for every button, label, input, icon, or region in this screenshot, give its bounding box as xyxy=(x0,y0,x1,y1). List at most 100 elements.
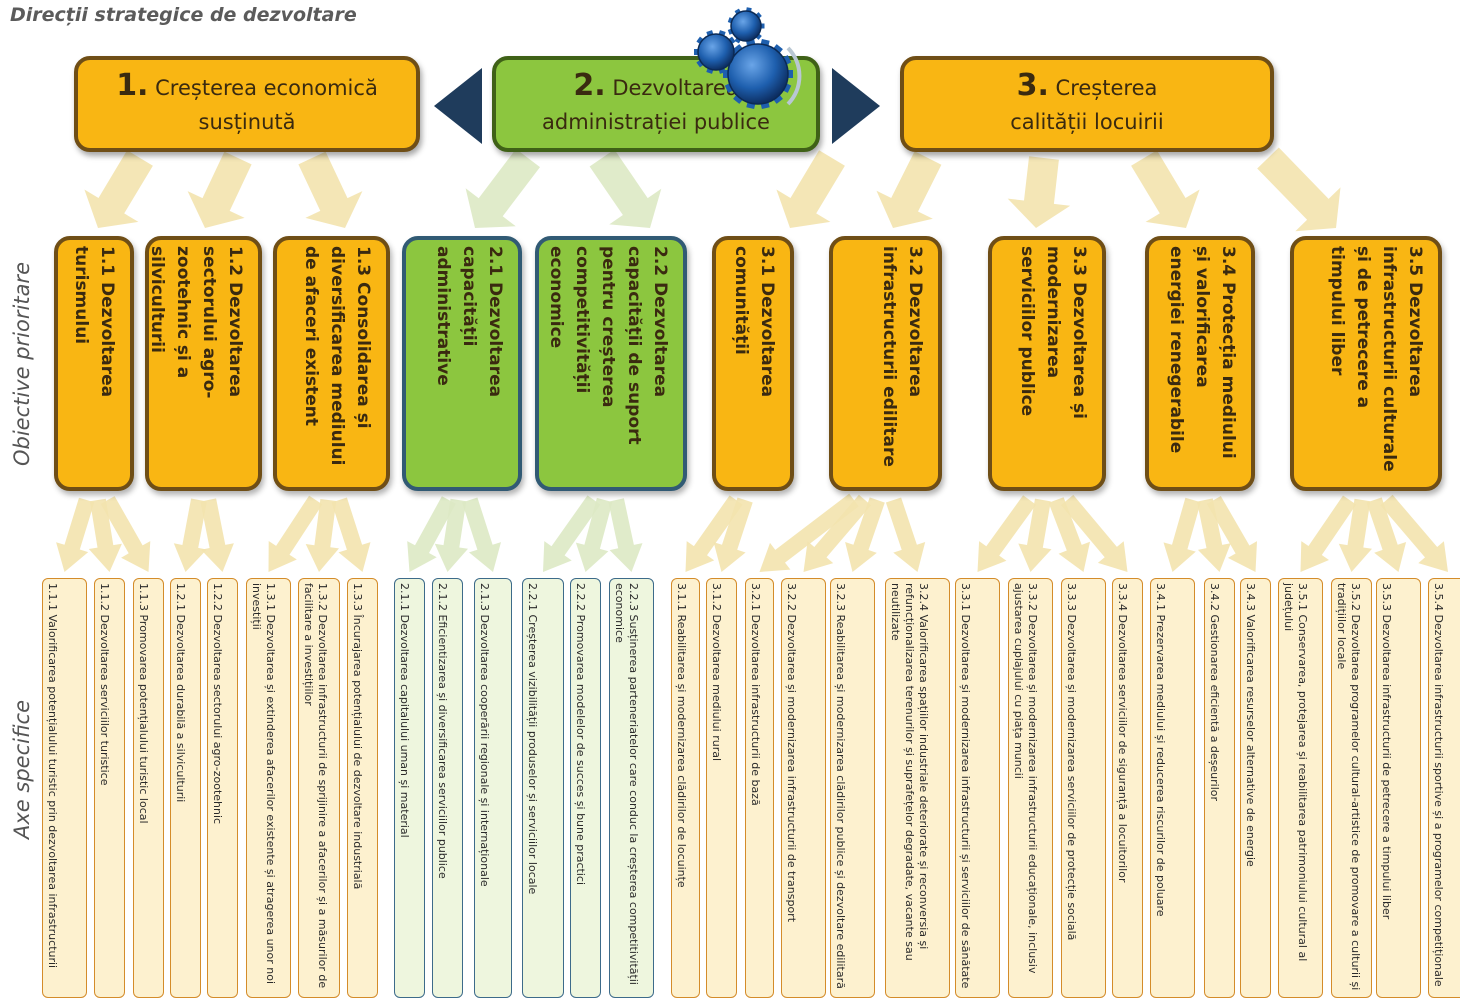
objective-box-1-1: 1.1 Dezvoltarea turismului xyxy=(54,236,134,491)
axis-label: 3.4.2 Gestionarea eficientă a deșeurilor xyxy=(1208,583,1221,802)
axis-label: 3.3.3 Dezvoltarea și modernizarea servic… xyxy=(1065,583,1078,941)
axis-label: 1.1.2 Dezvoltarea serviciilor turistice xyxy=(98,583,111,786)
axis-box: 3.5.4 Dezvoltarea infrastructurii sporti… xyxy=(1428,578,1460,998)
axis-box: 2.1.1 Dezvoltarea capitalului uman și ma… xyxy=(394,578,425,998)
direction-objective-arrow xyxy=(465,148,540,228)
axis-box: 3.3.1 Dezvoltarea și modernizarea infras… xyxy=(955,578,1000,998)
triangle-right-icon xyxy=(832,68,880,144)
objective-axis-arrow xyxy=(1018,498,1052,572)
axis-box: 3.4.3 Valorificarea resurselor alternati… xyxy=(1240,578,1271,998)
axis-label: 2.1.2 Eficientizarea și diversificarea s… xyxy=(436,583,449,879)
axis-box: 2.1.3 Dezvoltarea cooperării regionale ș… xyxy=(474,578,512,998)
objective-axis-arrow xyxy=(977,495,1037,572)
objective-axis-arrow xyxy=(575,497,613,572)
direction-objective-arrow xyxy=(298,151,363,228)
objective-axis-arrow xyxy=(1338,498,1372,572)
axis-label: 1.1.1 Valorificarea potențialului turist… xyxy=(46,583,59,969)
axis-label: 1.3.3 Încurajarea potențialului de dezvo… xyxy=(351,583,364,890)
objective-label: 3.1 Dezvoltarea comunității xyxy=(731,246,777,398)
objective-axis-arrow xyxy=(1300,495,1357,572)
axis-box: 3.2.1 Dezvoltarea infrastructurii de baz… xyxy=(745,578,774,998)
objective-box-3-2: 3.2 Dezvoltarea infrastructurii edilitar… xyxy=(829,236,942,491)
direction-title-line2: calității locuirii xyxy=(1010,110,1164,134)
axis-label: 3.2.2 Dezvoltarea și modernizarea infras… xyxy=(785,583,798,923)
axis-box: 3.2.4 Valorificarea spațiilor industrial… xyxy=(885,578,950,998)
objective-axis-arrow xyxy=(268,495,323,572)
axis-box: 3.3.3 Dezvoltarea și modernizarea servic… xyxy=(1061,578,1106,998)
axis-label: 1.3.1 Dezvoltarea și extinderea afaceril… xyxy=(250,583,277,985)
direction-number: 2. xyxy=(573,68,606,103)
triangle-left-icon xyxy=(434,68,482,144)
axis-label: 2.1.3 Dezvoltarea cooperării regionale ș… xyxy=(478,583,491,887)
objective-label: 1.3 Consolidarea și diversificarea mediu… xyxy=(301,246,373,466)
objective-axis-arrow xyxy=(1061,494,1128,572)
objective-box-1-2: 1.2 Dezvoltarea sectorului agro-zootehni… xyxy=(145,236,262,491)
objective-box-3-4: 3.4 Protecția mediului și valorificarea … xyxy=(1145,236,1255,491)
axis-box: 3.3.2 Dezvoltarea și modernizarea infras… xyxy=(1008,578,1053,998)
direction-title-line2: susținută xyxy=(198,110,296,134)
objective-axis-arrow xyxy=(1197,498,1231,572)
objective-axis-arrow xyxy=(1206,496,1257,572)
axis-box: 1.3.1 Dezvoltarea și extinderea afaceril… xyxy=(246,578,291,998)
direction-number: 1. xyxy=(116,68,149,103)
objective-axis-arrow xyxy=(608,498,643,572)
axis-label: 1.3.2 Dezvoltarea infrastructurii de spr… xyxy=(302,583,329,989)
objective-box-2-1: 2.1 Dezvoltarea capacității administrati… xyxy=(402,236,522,491)
axis-label: 1.1.3 Promovarea potențialului turistic … xyxy=(137,583,150,824)
direction-objective-arrow xyxy=(1257,147,1341,232)
gears-icon xyxy=(694,7,802,109)
objective-axis-arrow xyxy=(845,497,885,572)
axis-label: 3.1.2 Dezvoltarea mediului rural xyxy=(710,583,723,762)
objective-axis-arrow xyxy=(713,497,753,572)
objective-axis-arrow xyxy=(88,498,122,572)
objective-axis-arrow xyxy=(200,498,234,572)
axis-label: 3.5.1 Conservarea, protejarea și reabili… xyxy=(1282,583,1309,962)
axis-label: 3.4.1 Prezervarea mediului și reducerea … xyxy=(1154,583,1167,917)
objective-axis-arrow xyxy=(305,499,339,572)
objective-box-1-3: 1.3 Consolidarea și diversificarea mediu… xyxy=(273,236,390,491)
axis-label: 1.2.1 Dezvoltarea durabilă a silvicultur… xyxy=(174,583,187,803)
objective-box-3-5: 3.5 Dezvoltarea infrastructurii cultural… xyxy=(1290,236,1442,491)
axis-box: 2.2.1 Creșterea vizibilității produselor… xyxy=(522,578,564,998)
axis-label: 3.2.3 Reabilitarea și modernizarea clădi… xyxy=(834,583,847,989)
objective-axis-arrow xyxy=(100,496,151,572)
direction-objective-arrow xyxy=(876,151,942,228)
objective-label: 3.2 Dezvoltarea infrastructurii edilitar… xyxy=(879,246,925,467)
axis-label: 3.3.1 Dezvoltarea și modernizarea infras… xyxy=(959,583,972,989)
axis-box: 1.3.3 Încurajarea potențialului de dezvo… xyxy=(347,578,378,998)
axis-box: 3.2.2 Dezvoltarea și modernizarea infras… xyxy=(781,578,826,998)
direction-title-line1: Creșterea economică xyxy=(148,76,378,100)
axis-box: 3.2.3 Reabilitarea și modernizarea clădi… xyxy=(830,578,875,998)
objective-axis-arrow xyxy=(759,493,859,572)
axes-row-label: Axe specifice xyxy=(10,700,34,839)
axis-label: 3.5.2 Dezvoltarea programelor cultural-a… xyxy=(1335,583,1362,991)
direction-objective-arrow xyxy=(84,150,153,228)
axis-label: 1.2.2 Dezvoltarea sectorului agro-zooteh… xyxy=(211,583,224,825)
objective-label: 2.2 Dezvoltarea capacității de suport pe… xyxy=(546,246,670,445)
page-title: Direcții strategice de dezvoltare xyxy=(10,4,357,26)
objective-axis-arrow xyxy=(1380,494,1448,572)
axis-label: 3.4.3 Valorificarea resurselor alternati… xyxy=(1244,583,1257,867)
axis-box: 1.3.2 Dezvoltarea infrastructurii de spr… xyxy=(298,578,340,998)
axis-label: 3.1.1 Reabilitarea și modernizarea clădi… xyxy=(675,583,688,888)
objective-axis-arrow xyxy=(1366,497,1407,572)
direction-objective-arrow xyxy=(589,149,662,228)
axis-label: 3.3.4 Dezvoltarea serviciilor de siguran… xyxy=(1116,583,1129,883)
direction-title-line1: Dezvoltarea xyxy=(605,76,739,100)
axis-label: 3.5.3 Dezvoltarea infrastructurii de pet… xyxy=(1380,583,1393,920)
axis-box: 3.4.1 Prezervarea mediului și reducerea … xyxy=(1150,578,1195,998)
direction-objective-arrow xyxy=(776,150,845,228)
direction-objective-arrow xyxy=(1131,150,1200,228)
objective-axis-arrow xyxy=(173,498,207,572)
direction-label: 1. Creșterea economică susținută xyxy=(116,69,378,139)
objective-box-3-1: 3.1 Dezvoltarea comunității xyxy=(712,236,794,491)
objective-box-2-2: 2.2 Dezvoltarea capacității de suport pe… xyxy=(535,236,687,491)
objective-axis-arrow xyxy=(803,494,872,572)
axis-box: 3.4.2 Gestionarea eficientă a deșeurilor xyxy=(1204,578,1235,998)
objective-axis-arrow xyxy=(331,497,371,572)
axis-box: 3.5.1 Conservarea, protejarea și reabili… xyxy=(1278,578,1323,998)
direction-objective-arrow xyxy=(1007,156,1071,228)
objective-label: 3.4 Protecția mediului și valorificarea … xyxy=(1166,246,1238,459)
objective-label: 2.1 Dezvoltarea capacității administrati… xyxy=(433,246,505,398)
